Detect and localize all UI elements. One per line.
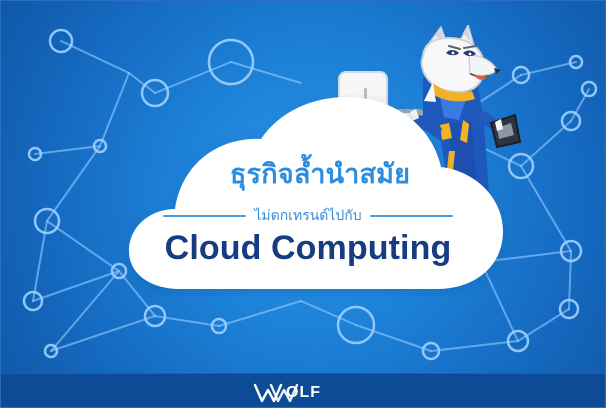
left-rule bbox=[163, 215, 247, 217]
cloud-shape bbox=[129, 97, 503, 289]
right-rule bbox=[369, 215, 454, 217]
brand-logo-text: OLF bbox=[286, 384, 321, 401]
brand-logo bbox=[253, 383, 299, 403]
subheadline-row: ไม่ตกเทรนด์ไปกับ bbox=[163, 208, 454, 224]
main-title: Cloud Computing bbox=[164, 229, 452, 267]
footer-bar bbox=[1, 373, 605, 407]
headline: ธุรกิจล้ำนำสมัย bbox=[229, 159, 411, 190]
wolf-mascot-icon bbox=[331, 25, 522, 196]
subheadline: ไม่ตกเทรนด์ไปกับ bbox=[254, 208, 362, 224]
